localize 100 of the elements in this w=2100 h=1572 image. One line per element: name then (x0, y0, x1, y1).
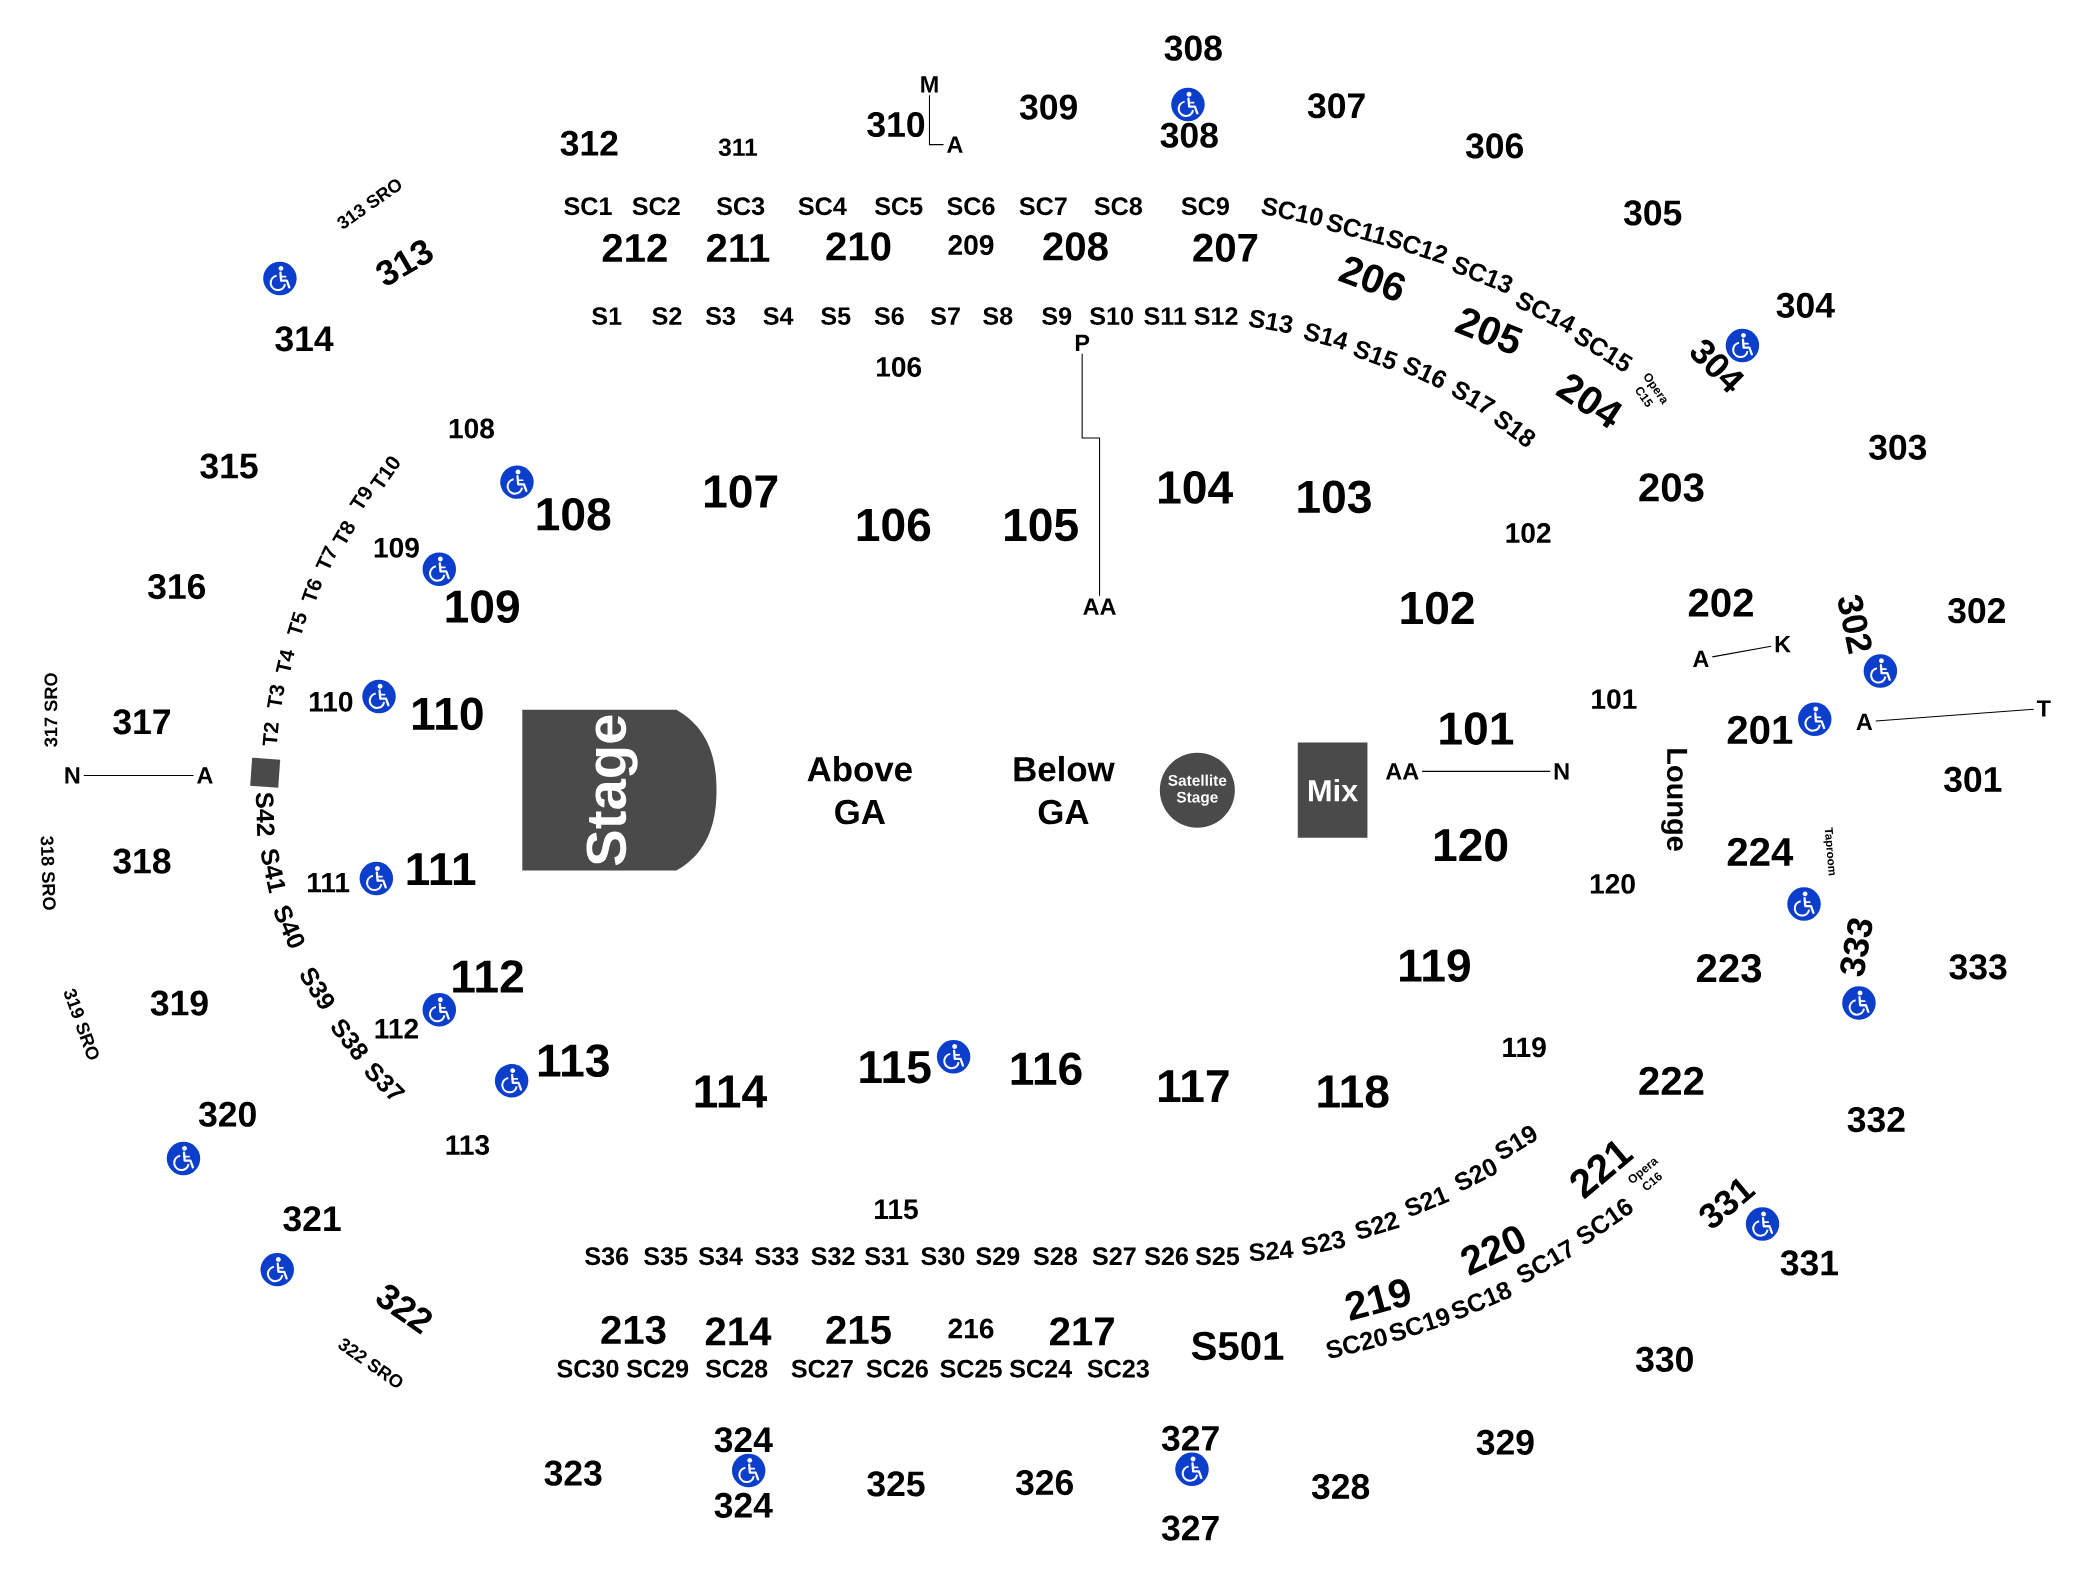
section-label: 105 (1005, 508, 1078, 542)
section-label: 101 (1440, 712, 1514, 745)
section-label: S1 (592, 307, 622, 325)
row-line (928, 94, 945, 145)
section-label: 322 SRO (338, 1338, 403, 1388)
section-label: 331 (1699, 1178, 1757, 1228)
section-label: S7 (930, 307, 960, 325)
section-label: 108 (449, 418, 494, 439)
section-label: SC8 (1094, 197, 1143, 215)
section-label: 316 (148, 573, 206, 599)
section-label: 108 (537, 497, 611, 531)
section-label: 102 (1401, 591, 1474, 625)
section-label: S31 (864, 1247, 909, 1265)
section-label: 313 SRO (337, 179, 402, 229)
section-label: 325 (867, 1471, 925, 1497)
section-label: 322 (376, 1284, 432, 1335)
section-label: SC1 (564, 197, 612, 215)
section-label: 312 (560, 130, 618, 156)
section-label: 211 (706, 233, 770, 262)
area-label: Above GA (807, 755, 912, 825)
section-label: S36 (585, 1247, 629, 1265)
section-label: 203 (1639, 473, 1704, 502)
section-label: S6 (874, 307, 904, 325)
section-label: SC23 (1087, 1359, 1149, 1378)
section-label: 215 (826, 1315, 891, 1344)
section-label: 309 (1019, 94, 1077, 120)
section-label: 321 (283, 1206, 341, 1232)
section-label: 110 (413, 697, 483, 730)
section-label: 302 (1948, 597, 2005, 624)
section-label: 310 (867, 111, 925, 137)
section-label: T4 (275, 650, 295, 672)
section-label: 324 (714, 1492, 773, 1518)
row-line (1711, 645, 1772, 658)
section-label: T3 (266, 684, 285, 708)
row-line (1875, 708, 2035, 722)
section-label: 313 (376, 240, 433, 285)
section-label: T5 (286, 611, 307, 634)
section-label: 323 (544, 1460, 602, 1486)
section-label: 117 (1158, 1070, 1229, 1102)
section-label: SC26 (866, 1359, 928, 1378)
section-label: 109 (446, 590, 519, 623)
section-label: 224 (1727, 837, 1794, 866)
section-label: 112 (375, 1018, 418, 1039)
row-line (1081, 353, 1101, 597)
section-label: 311 (718, 138, 758, 156)
section-label: S34 (698, 1247, 743, 1265)
section-label: SC27 (791, 1359, 853, 1378)
section-label: 102 (1506, 522, 1551, 543)
section-label: 209 (948, 234, 994, 255)
section-label: SC20 (1326, 1328, 1387, 1358)
section-label: 106 (857, 508, 931, 542)
section-label: 214 (705, 1317, 772, 1346)
section-label: 201 (1727, 715, 1793, 744)
area-label: Below GA (1014, 755, 1115, 825)
row-letter: T (2036, 700, 2051, 717)
section-label: 330 (1635, 1346, 1693, 1372)
section-label: 115 (860, 1051, 931, 1084)
section-label: 116 (1011, 1052, 1082, 1085)
section-label: 107 (705, 475, 778, 508)
section-label: S15 (1353, 340, 1398, 369)
section-label: 319 SRO (64, 988, 99, 1060)
section-label: S19 (1495, 1125, 1537, 1159)
section-label: 303 (1869, 434, 1927, 460)
section-label: S28 (1033, 1247, 1077, 1265)
section-label: 329 (1476, 1429, 1534, 1455)
section-label: 319 (150, 990, 208, 1016)
section-label: S24 (1249, 1240, 1294, 1261)
section-label: 318 (113, 848, 171, 874)
section-label: 217 (1050, 1317, 1114, 1346)
section-label: 118 (1318, 1075, 1389, 1108)
section-label: S41 (261, 849, 286, 894)
section-label: SC11 (1326, 214, 1385, 245)
section-label: S26 (1144, 1247, 1189, 1265)
section-label: SC25 (940, 1359, 1002, 1378)
section-label: 213 (601, 1315, 666, 1344)
section-label: S21 (1405, 1186, 1450, 1216)
section-label: S501 (1191, 1331, 1284, 1361)
section-label: S2 (652, 307, 682, 325)
row-letter: K (1775, 635, 1791, 653)
section-label: 315 (200, 453, 258, 479)
section-label: 207 (1193, 233, 1258, 262)
row-letter: A (947, 136, 963, 153)
section-label: SC10 (1261, 197, 1323, 226)
section-label: 110 (309, 691, 353, 712)
row-letter: A (197, 767, 213, 784)
section-label: SC28 (705, 1359, 768, 1378)
section-label: SC3 (716, 197, 765, 215)
section-label: S4 (763, 307, 794, 325)
row-letter: N (1554, 763, 1569, 780)
section-label: 332 (1847, 1106, 1905, 1133)
section-label: 320 (198, 1101, 256, 1127)
section-label: 331 (1780, 1250, 1838, 1276)
section-label: 113 (446, 1134, 490, 1155)
section-label: 114 (695, 1075, 767, 1108)
section-label: S38 (331, 1019, 368, 1060)
section-label: 326 (1015, 1469, 1073, 1495)
section-label: S32 (811, 1247, 855, 1265)
section-label: 119 (1400, 949, 1470, 982)
section-label: 301 (1944, 766, 2002, 792)
section-label: 101 (1592, 689, 1637, 709)
